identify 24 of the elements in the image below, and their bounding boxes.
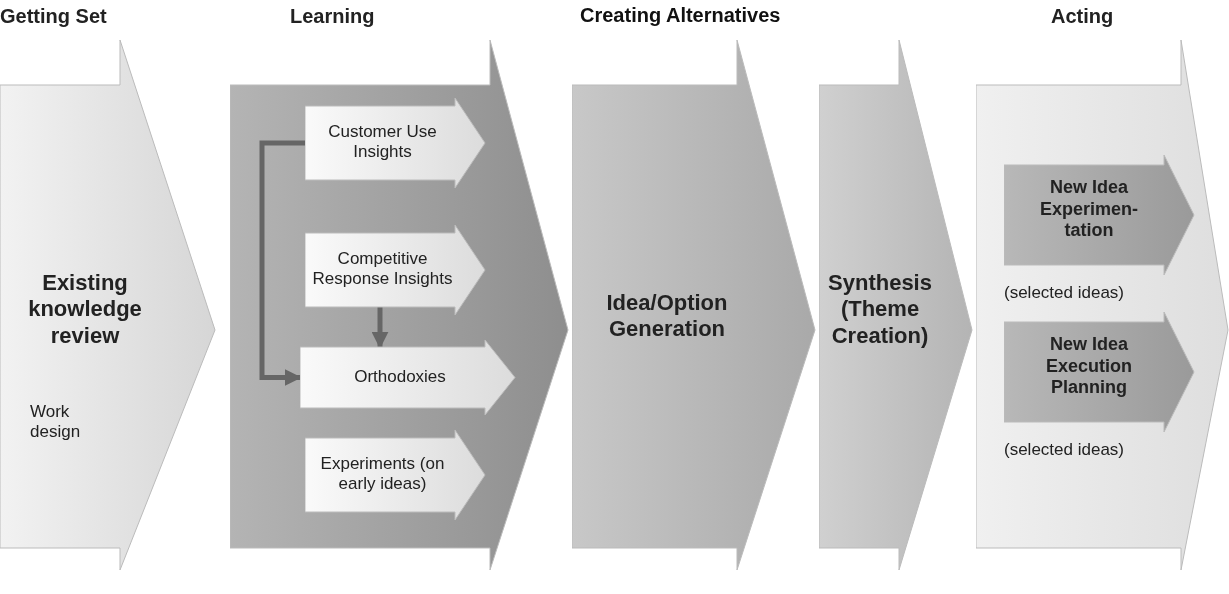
stage-heading: Getting Set: [0, 4, 108, 28]
stage-panel: [819, 40, 974, 572]
stage-heading: Learning: [290, 4, 376, 28]
step-panel: [300, 340, 517, 415]
note-text: (selected ideas): [1004, 283, 1125, 304]
step-label: Competitive Response Insights: [311, 249, 454, 290]
connector-arrow: [371, 306, 389, 349]
step-label: Orthodoxies: [353, 367, 447, 388]
step-label: Experiments (on early ideas): [319, 454, 446, 495]
stage-heading: Acting: [1051, 4, 1115, 28]
step-panel: [305, 225, 487, 315]
step-label: New Idea Experimen- tation: [1038, 177, 1139, 242]
step-label: Customer Use Insights: [327, 122, 438, 163]
note-text: Work design: [30, 402, 82, 443]
stage-panel: [572, 40, 817, 572]
step-label: New Idea Execution Planning: [1045, 334, 1133, 399]
step-panel: [305, 98, 487, 188]
step-panel: [305, 430, 487, 520]
stage-title: Idea/Option Generation: [605, 290, 729, 343]
connector-arrow: [259, 140, 305, 386]
stage-heading: Creating Alternatives: [580, 4, 781, 27]
note-text: (selected ideas): [1004, 440, 1125, 461]
stage-title: Synthesis (Theme Creation): [827, 270, 933, 350]
stage-title: Existing knowledge review: [27, 270, 143, 350]
